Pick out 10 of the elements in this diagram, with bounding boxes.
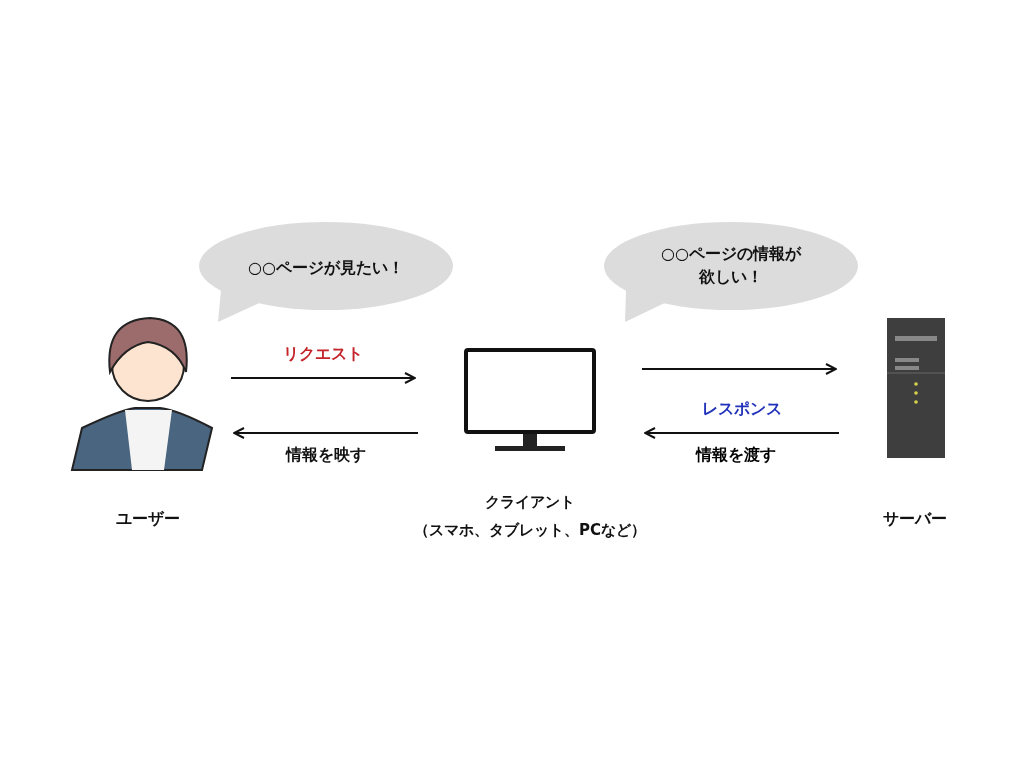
node-title: サーバー	[882, 508, 948, 530]
arrow	[233, 427, 418, 439]
arrow	[231, 372, 416, 384]
edge-label: 情報を映す	[283, 445, 369, 466]
node-title: ユーザー	[114, 508, 181, 530]
node-title: クライアント	[484, 492, 576, 513]
note-label: 情報を渡す	[693, 445, 779, 466]
arrow	[644, 427, 839, 439]
arrow	[642, 363, 837, 375]
node-subtitle: （スマホ、タブレット、PCなど）	[414, 520, 646, 541]
